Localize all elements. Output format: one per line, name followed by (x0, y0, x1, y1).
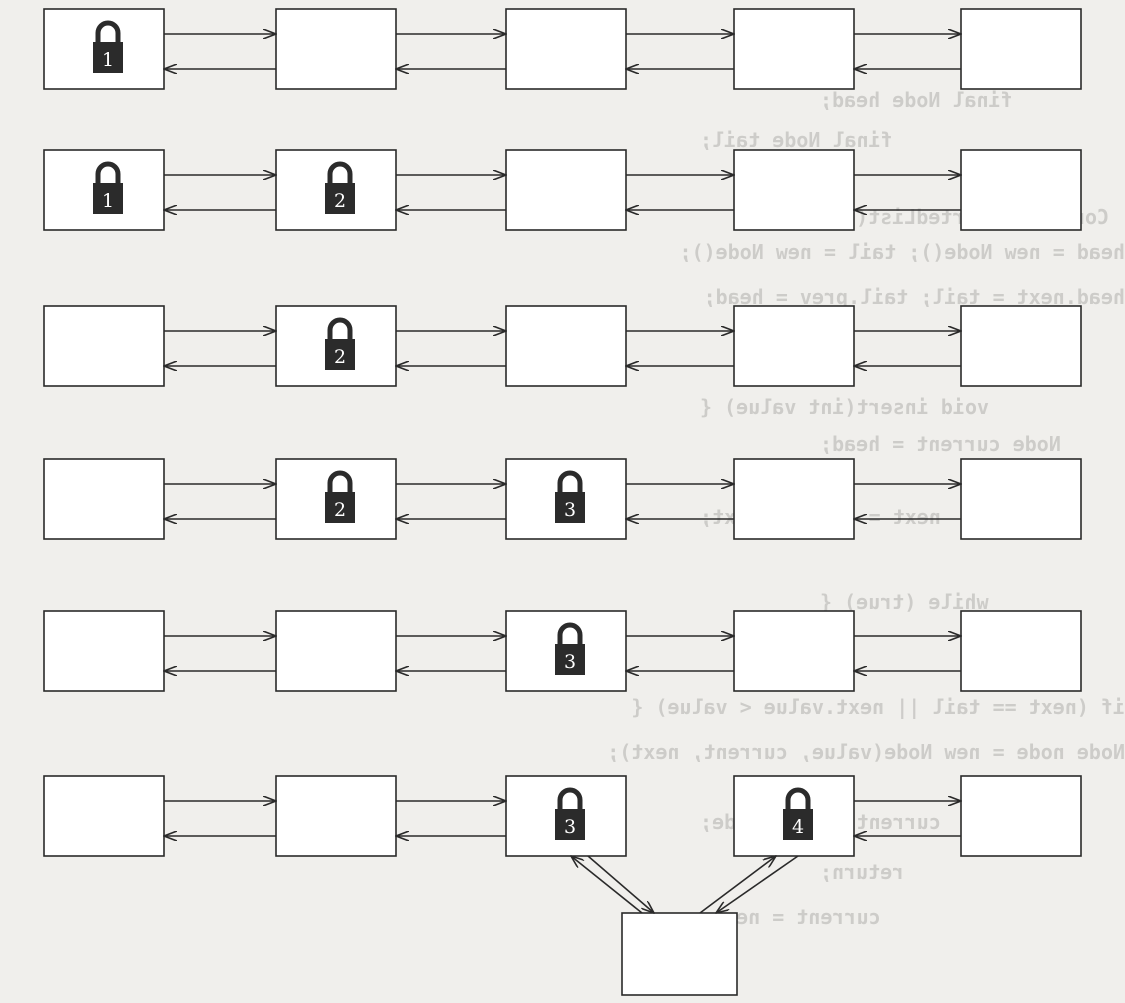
padlock-icon: 4 (783, 787, 813, 840)
list-node (275, 775, 397, 857)
list-node (960, 149, 1082, 231)
padlock-shackle (95, 161, 121, 184)
padlock-shackle (557, 622, 583, 645)
padlock-body (93, 183, 123, 214)
padlock-shackle (327, 161, 353, 184)
list-node (43, 305, 165, 387)
padlock-body (93, 42, 123, 73)
padlock-icon: 2 (325, 161, 355, 214)
list-node (960, 458, 1082, 540)
padlock-shackle (557, 787, 583, 810)
lock-number: 2 (334, 346, 346, 368)
lock-number: 2 (334, 190, 346, 212)
padlock-shackle (557, 470, 583, 493)
padlock-body (555, 809, 585, 840)
lock-number: 3 (564, 499, 576, 521)
padlock-body (783, 809, 813, 840)
padlock-icon: 2 (325, 317, 355, 370)
padlock-body (325, 492, 355, 523)
list-node (505, 149, 627, 231)
inserted-list-node (621, 912, 738, 996)
next-pointer-arrow (587, 855, 654, 913)
padlock-icon: 3 (555, 787, 585, 840)
padlock-icon: 3 (555, 470, 585, 523)
padlock-shackle (785, 787, 811, 810)
list-node (733, 149, 855, 231)
padlock-body (325, 339, 355, 370)
padlock-body (555, 644, 585, 675)
list-node (733, 610, 855, 692)
padlock-icon: 3 (555, 622, 585, 675)
padlock-shackle (327, 470, 353, 493)
list-node (960, 610, 1082, 692)
list-node (960, 8, 1082, 90)
padlock-icon: 1 (93, 161, 123, 214)
list-node (505, 8, 627, 90)
list-node (43, 610, 165, 692)
lock-number: 3 (564, 816, 576, 838)
next-pointer-arrow (699, 856, 776, 914)
padlock-icon: 2 (325, 470, 355, 523)
padlock-icon: 1 (93, 20, 123, 73)
lock-number: 4 (792, 816, 804, 838)
list-node (275, 610, 397, 692)
padlock-shackle (327, 317, 353, 340)
list-node (733, 305, 855, 387)
list-node (505, 305, 627, 387)
list-node (733, 8, 855, 90)
list-node (43, 775, 165, 857)
padlock-body (325, 183, 355, 214)
list-node (275, 8, 397, 90)
lock-number: 3 (564, 651, 576, 673)
padlock-shackle (95, 20, 121, 43)
prev-pointer-arrow (571, 856, 643, 914)
list-node (960, 305, 1082, 387)
list-node (43, 458, 165, 540)
lock-number: 1 (102, 49, 114, 71)
padlock-body (555, 492, 585, 523)
list-node (733, 458, 855, 540)
lock-number: 1 (102, 190, 114, 212)
list-node (960, 775, 1082, 857)
lock-number: 2 (334, 499, 346, 521)
prev-pointer-arrow (716, 855, 799, 913)
